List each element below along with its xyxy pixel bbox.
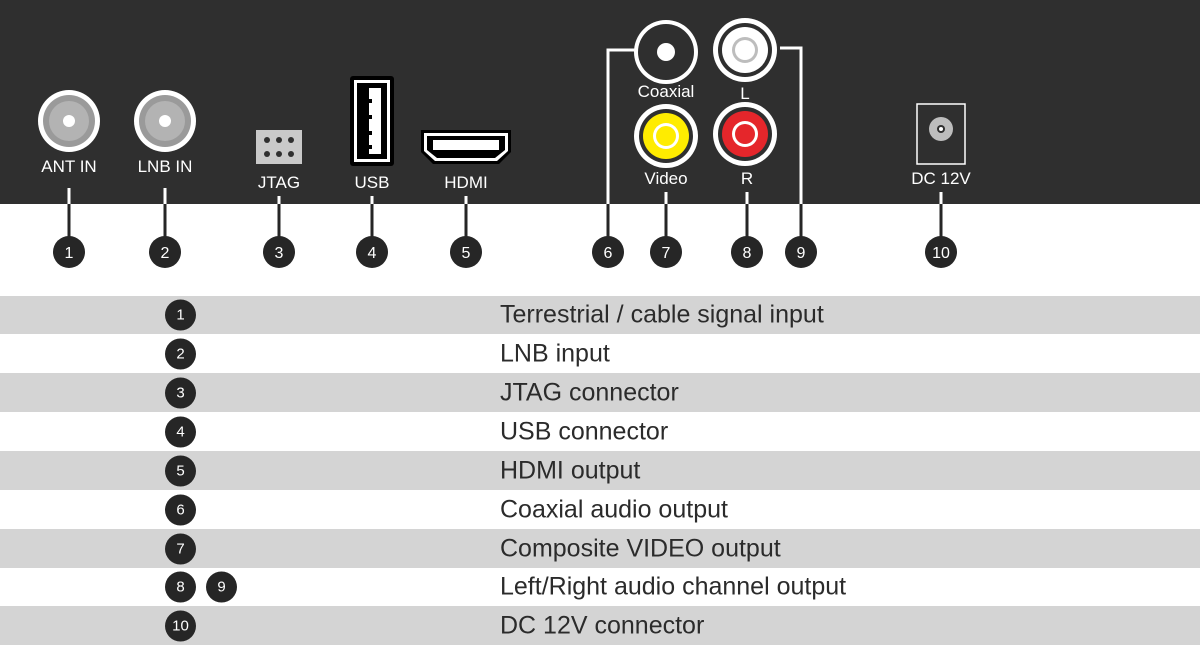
leader-lines <box>67 200 943 238</box>
legend-badge-4: 4 <box>165 416 196 447</box>
audio-left-label: L <box>740 84 749 103</box>
callout-badge-4: 4 <box>356 236 388 268</box>
jtag-label: JTAG <box>258 173 300 192</box>
dc-power-connector: DC 12V <box>911 103 971 188</box>
legend-row-1: 1 Terrestrial / cable signal input <box>0 296 1200 334</box>
svg-text:7: 7 <box>662 245 671 262</box>
legend-text-4: USB connector <box>500 417 669 445</box>
svg-text:9: 9 <box>797 245 806 262</box>
legend-row-2: 2 LNB input <box>0 334 1200 373</box>
svg-text:5: 5 <box>462 245 471 262</box>
rca-yellow-jack-icon <box>634 104 698 168</box>
ant-in-connector: ANT IN <box>38 90 100 176</box>
legend-row-5: 5 HDMI output <box>0 451 1200 490</box>
legend-badge-7: 7 <box>165 533 196 564</box>
lnb-in-connector: LNB IN <box>134 90 196 176</box>
usb-connector: USB <box>350 76 394 192</box>
legend-text-7: Composite VIDEO output <box>500 534 781 562</box>
svg-text:10: 10 <box>932 245 950 262</box>
hdmi-connector: HDMI <box>421 130 511 192</box>
legend-row-4: 4 USB connector <box>0 412 1200 451</box>
legend-text-1: Terrestrial / cable signal input <box>500 300 824 329</box>
svg-text:3: 3 <box>275 245 284 262</box>
callout-badge-6: 6 <box>592 236 624 268</box>
legend-badge-6: 6 <box>165 494 196 525</box>
callout-badge-7: 7 <box>650 236 682 268</box>
rca-red-jack-icon <box>713 102 777 166</box>
legend-row-8: 8 9 Left/Right audio channel output <box>0 568 1200 606</box>
usb-port-icon <box>350 76 394 166</box>
svg-text:8: 8 <box>743 245 752 262</box>
audio-right-connector: R <box>713 102 777 188</box>
audio-right-label: R <box>741 169 753 188</box>
legend-row-7: 7 Composite VIDEO output <box>0 529 1200 568</box>
legend-badge-9: 9 <box>206 571 237 603</box>
legend-badge-5: 5 <box>165 455 196 486</box>
connector-legend-table: 1 Terrestrial / cable signal input 2 LNB… <box>0 296 1200 645</box>
legend-text-9: DC 12V connector <box>500 611 705 639</box>
callout-badge-2: 2 <box>149 236 181 268</box>
rca-white-jack-icon <box>713 18 777 82</box>
jtag-header-icon <box>256 130 302 164</box>
svg-text:1: 1 <box>65 245 74 262</box>
legend-row-3: 3 JTAG connector <box>0 373 1200 412</box>
rear-panel-background <box>0 0 1200 204</box>
hdmi-port-icon <box>421 130 511 164</box>
legend-badge-3: 3 <box>165 377 196 408</box>
callout-badge-1: 1 <box>53 236 85 268</box>
callout-badge-9: 9 <box>785 236 817 268</box>
rca-coaxial-jack-icon <box>634 20 698 84</box>
svg-text:2: 2 <box>161 245 170 262</box>
usb-label: USB <box>355 173 390 192</box>
audio-left-connector: L <box>713 18 777 103</box>
rf-connector-icon <box>38 90 100 152</box>
jtag-connector: JTAG <box>256 130 302 192</box>
svg-text:4: 4 <box>368 245 377 262</box>
svg-text:6: 6 <box>604 245 613 262</box>
legend-text-2: LNB input <box>500 339 610 367</box>
dc-power-jack-icon <box>916 103 966 165</box>
hdmi-label: HDMI <box>444 173 487 192</box>
rear-panel-diagram: ANT IN LNB IN JTAG <box>0 0 1200 268</box>
coaxial-connector: Coaxial <box>634 20 698 101</box>
legend-text-5: HDMI output <box>500 456 641 484</box>
panel-leader-lines <box>67 46 943 204</box>
legend-badge-1: 1 <box>165 299 196 331</box>
callout-badges: 1 2 3 4 5 6 7 8 9 10 <box>53 236 957 268</box>
lnb-in-label: LNB IN <box>138 157 193 176</box>
legend-badge-2: 2 <box>165 338 196 369</box>
callout-badge-5: 5 <box>450 236 482 268</box>
callout-badge-3: 3 <box>263 236 295 268</box>
legend-row-9: 10 DC 12V connector <box>0 606 1200 645</box>
legend-row-6: 6 Coaxial audio output <box>0 490 1200 529</box>
video-label: Video <box>644 169 687 188</box>
legend-text-6: Coaxial audio output <box>500 495 728 523</box>
legend-text-3: JTAG connector <box>500 378 679 406</box>
legend-badge-8: 8 <box>165 571 196 603</box>
coaxial-label: Coaxial <box>638 82 695 101</box>
legend-badge-10: 10 <box>165 610 196 641</box>
callout-badge-10: 10 <box>925 236 957 268</box>
legend-text-8: Left/Right audio channel output <box>500 572 847 601</box>
callout-badge-8: 8 <box>731 236 763 268</box>
ant-in-label: ANT IN <box>41 157 96 176</box>
rf-connector-icon <box>134 90 196 152</box>
dc-12v-label: DC 12V <box>911 169 971 188</box>
video-connector: Video <box>634 104 698 188</box>
